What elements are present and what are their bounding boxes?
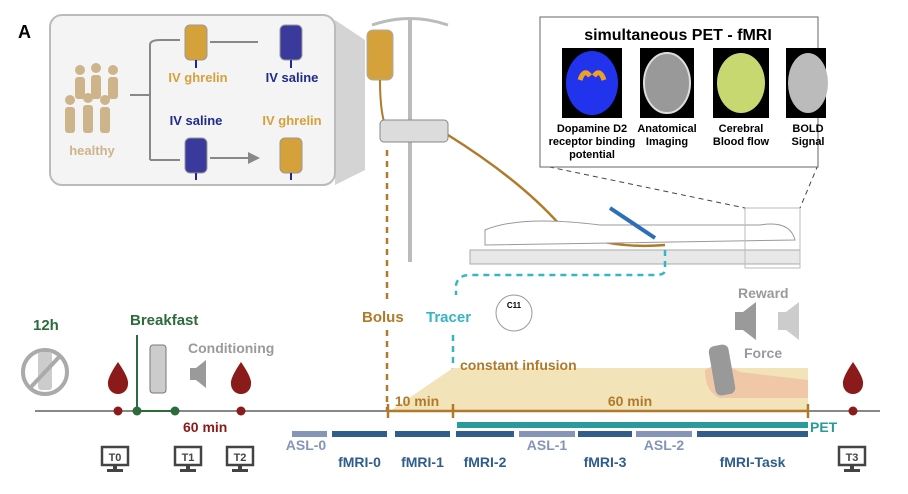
meal-dot [132, 406, 142, 416]
scan-label: fMRI-2 [464, 454, 507, 470]
patient-in-scanner-icon [469, 206, 801, 269]
timepoint-monitor-icon: T2 [225, 445, 255, 472]
scan-bar-fmri-task [697, 431, 808, 437]
no-drink-icon [21, 348, 69, 396]
iv-bag-ghrelin-icon [279, 137, 303, 180]
iv-stand-icon [366, 17, 666, 262]
scan-label: ASL-0 [286, 437, 327, 453]
timepoint-monitor-icon: T0 [100, 445, 130, 472]
speaker-icon [778, 302, 799, 340]
infusion-label: constant infusion [460, 357, 577, 373]
timepoint-label: T2 [234, 452, 247, 464]
zoom-connector [335, 20, 365, 185]
pet-panel-label: BOLD [792, 123, 823, 135]
pet-panel-label: Cerebral [719, 123, 764, 135]
breakfast-duration: 60 min [183, 419, 227, 435]
blood-sample-icon [230, 362, 252, 394]
pet-panel-label: Blood flow [713, 136, 770, 148]
scan-bar-fmri-3 [578, 431, 632, 437]
group-label: healthy [69, 143, 115, 158]
scan-label: fMRI-3 [584, 454, 627, 470]
fasting-label: 12h [33, 317, 59, 334]
scan-bar-fmri-2 [456, 431, 514, 437]
blood-sample-icon [107, 362, 129, 394]
arm1-first: IV ghrelin [168, 70, 227, 85]
scan-label: fMRI-0 [338, 454, 381, 470]
conditioning-label: Conditioning [188, 340, 274, 356]
scan-label: fMRI-1 [401, 454, 444, 470]
scan-bar-fmri-1 [395, 431, 450, 437]
reward-label: Reward [738, 285, 789, 301]
pet-panel-label: Dopamine D2 [557, 123, 627, 135]
drink-bottle-icon [149, 344, 167, 394]
meal-dot [170, 406, 180, 416]
timepoint-monitor-icon: T3 [837, 445, 867, 472]
people-icon [65, 63, 118, 133]
scan-bar-asl-2 [636, 431, 692, 437]
blood-sample-dot [848, 406, 858, 416]
timepoint-label: T3 [846, 452, 859, 464]
bolus-label: Bolus [362, 309, 404, 326]
scan-bar-fmri-0 [332, 431, 387, 437]
pet-panel-label: Signal [791, 136, 824, 148]
iv-bag-saline-icon [184, 137, 208, 180]
interval-braces [386, 404, 810, 418]
infusion-area [390, 368, 808, 411]
scan-label: ASL-1 [527, 437, 568, 453]
pet-panel-label: receptor binding [549, 136, 636, 148]
pet-fmri-box: simultaneous PET - fMRI Dopamine D2recep… [539, 16, 828, 209]
force-label: Force [744, 345, 782, 361]
speaker-icon [735, 302, 756, 340]
pet-panel-label: Anatomical [637, 123, 696, 135]
design-box: healthy IV ghrelin IV saline IV saline I… [49, 14, 365, 186]
scan-label: fMRI-Task [720, 454, 786, 470]
interval-60min: 60 min [608, 393, 652, 409]
tracer-molecule-icon [495, 294, 533, 332]
breakfast-label: Breakfast [130, 312, 198, 329]
pet-fmri-title: simultaneous PET - fMRI [584, 27, 772, 44]
blood-sample-dot [236, 406, 246, 416]
tracer-badge: C11 [507, 301, 522, 310]
arm2-first: IV saline [170, 113, 223, 128]
scan-label: ASL-2 [644, 437, 685, 453]
arm2-second: IV ghrelin [262, 113, 321, 128]
tracer-label: Tracer [426, 309, 471, 326]
pet-panel-label: Imaging [646, 136, 688, 148]
scan-bar-asl-0 [292, 431, 327, 437]
interval-10min: 10 min [395, 393, 439, 409]
blood-sample-dot [113, 406, 123, 416]
speaker-icon [190, 360, 206, 388]
syringe-icon [608, 206, 657, 240]
tracer-line [454, 250, 667, 295]
panel-label: A [18, 22, 31, 42]
timepoint-label: T0 [109, 452, 122, 464]
pet-panel-label: potential [569, 149, 615, 161]
scan-bar-asl-1 [519, 431, 575, 437]
timepoint-monitor-icon: T1 [173, 445, 203, 472]
iv-bag-saline-icon [279, 24, 303, 68]
pet-bar [457, 422, 808, 428]
infusion-pump-icon [379, 119, 449, 143]
timepoint-label: T1 [182, 452, 195, 464]
blood-sample-icon [842, 362, 864, 394]
hand-grip-icon [705, 344, 808, 398]
arm1-second: IV saline [266, 70, 319, 85]
pet-label: PET [810, 419, 838, 435]
iv-bag-ghrelin-icon [184, 24, 208, 68]
